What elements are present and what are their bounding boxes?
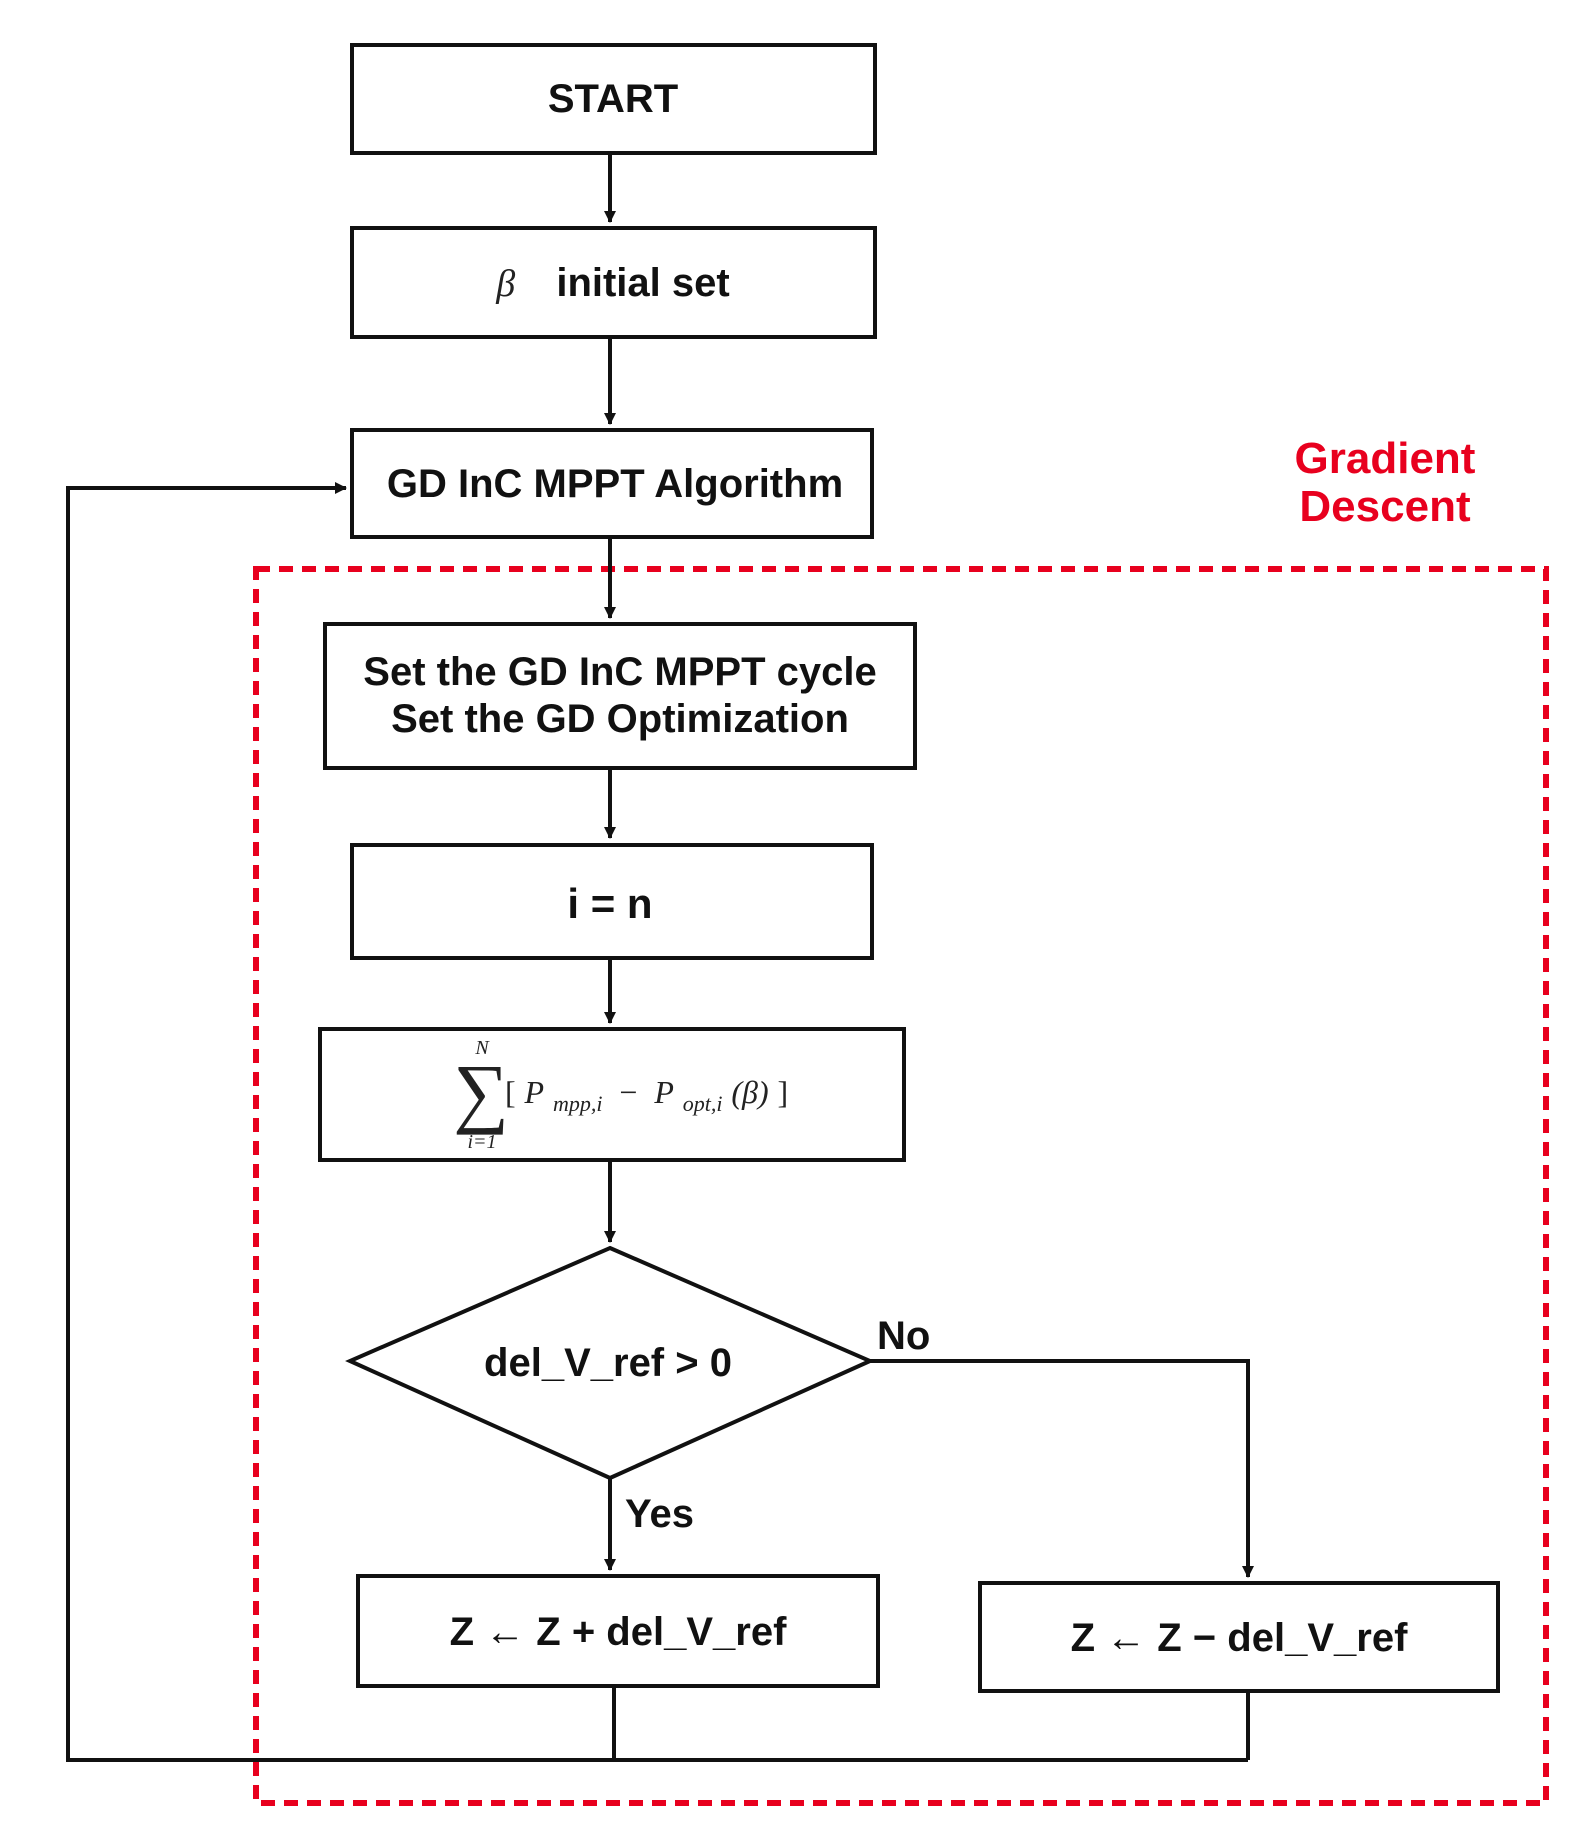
- update-plus-box: [356, 1574, 880, 1688]
- summation-expression: [ P mpp,i − P opt,i (β) ]: [505, 1074, 788, 1118]
- minus-sign: −: [619, 1074, 637, 1110]
- gradient-descent-region: [253, 566, 1549, 1806]
- decision-label: del_V_ref > 0: [484, 1341, 732, 1385]
- edge-label-yes: Yes: [625, 1492, 694, 1536]
- summation-formula: N ∑ i=1 [ P mpp,i − P opt,i (β) ]: [453, 1037, 788, 1153]
- edge-feedback-loop: [66, 482, 1248, 1762]
- connectors: [66, 153, 1254, 1762]
- start-box: [350, 43, 877, 155]
- update-plus-label: Z ← Z + del_V_ref: [450, 1610, 787, 1654]
- region-label-line2: Descent: [1299, 482, 1471, 531]
- edge-decision-no: [870, 1359, 1254, 1578]
- gd-cycle-box: [323, 622, 917, 770]
- gd-cycle-line2: Set the GD Optimization: [391, 697, 849, 741]
- beta-symbol: β: [495, 263, 515, 305]
- decision-diamond: [345, 1245, 875, 1481]
- beta-init-text: initial set: [556, 261, 729, 305]
- gd-algorithm-box: [350, 428, 874, 539]
- update-minus-box: [978, 1581, 1500, 1693]
- start-label: START: [548, 77, 678, 121]
- beta-init-box: [350, 226, 877, 339]
- p-mpp-subscript: mpp,i: [553, 1091, 603, 1116]
- p-opt-subscript: opt,i: [683, 1091, 723, 1116]
- p-mpp: P: [524, 1074, 545, 1110]
- bracket-open: [: [505, 1074, 516, 1110]
- update-minus-label: Z ← Z − del_V_ref: [1071, 1616, 1408, 1660]
- loop-index-label: i = n: [567, 880, 652, 927]
- sigma-symbol: ∑: [453, 1048, 509, 1135]
- edge-label-no: No: [877, 1314, 930, 1358]
- p-opt-argument: (β): [731, 1074, 768, 1110]
- sigma-upper-limit: N: [474, 1037, 490, 1059]
- gd-algorithm-label: GD InC MPPT Algorithm: [387, 462, 843, 506]
- summation-box: [318, 1027, 906, 1162]
- loop-index-box: [350, 843, 874, 960]
- beta-init-label: β initial set: [495, 261, 729, 305]
- p-opt: P: [653, 1074, 674, 1110]
- sigma-lower-limit: i=1: [467, 1131, 496, 1153]
- region-label-line1: Gradient: [1295, 434, 1476, 483]
- gd-cycle-line1: Set the GD InC MPPT cycle: [363, 650, 876, 694]
- bracket-close: ]: [778, 1074, 789, 1110]
